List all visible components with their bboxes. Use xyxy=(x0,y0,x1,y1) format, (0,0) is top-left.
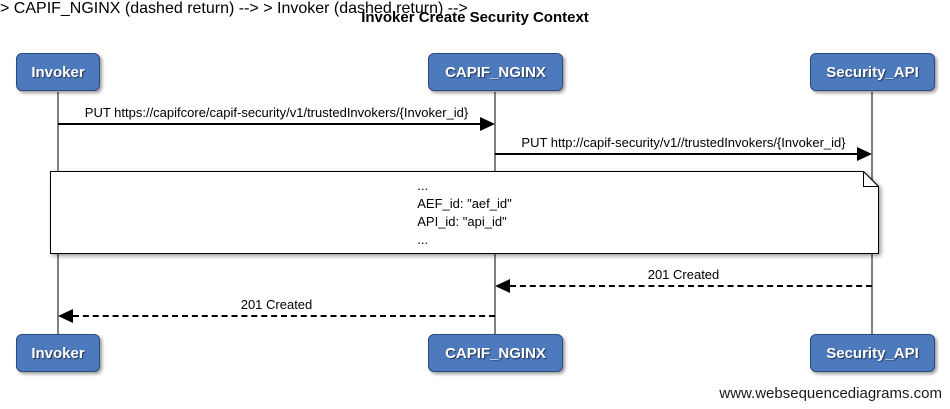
message-1-line xyxy=(58,123,482,125)
actor-label-capif-nginx: CAPIF_NGINX xyxy=(445,344,546,362)
actor-label-capif-nginx: CAPIF_NGINX xyxy=(445,63,546,81)
actor-label-security-api: Security_API xyxy=(826,63,919,81)
actor-box-capif-nginx-top: CAPIF_NGINX xyxy=(428,53,563,91)
note-fold-icon xyxy=(863,171,879,187)
note: ... AEF_id: "aef_id" API_id: "api_id" ..… xyxy=(50,171,879,254)
note-line: ... xyxy=(417,231,429,247)
note-line: API_id: "api_id" xyxy=(417,213,507,229)
arrowhead-left-icon xyxy=(495,279,510,293)
note-shape xyxy=(50,171,879,254)
actor-box-security-api-top: Security_API xyxy=(810,53,935,91)
watermark-url: www.websequencediagrams.com xyxy=(719,385,942,402)
arrowhead-right-icon xyxy=(857,147,872,161)
actor-box-invoker-top: Invoker xyxy=(16,53,100,91)
message-3-label: 201 Created xyxy=(647,267,720,282)
actor-box-security-api-bottom: Security_API xyxy=(810,334,935,372)
message-2-line xyxy=(495,153,858,155)
message-4-line xyxy=(73,315,495,317)
message-4-label: 201 Created xyxy=(240,297,313,312)
actor-label-security-api: Security_API xyxy=(826,344,919,362)
actor-box-invoker-bottom: Invoker xyxy=(16,334,100,372)
message-1-label: PUT https://capifcore/capif-security/v1/… xyxy=(84,105,469,120)
actor-label-invoker: Invoker xyxy=(31,344,85,362)
actor-label-invoker: Invoker xyxy=(31,63,85,81)
note-text: ... AEF_id: "aef_id" API_id: "api_id" ..… xyxy=(50,171,879,254)
arrowhead-left-icon xyxy=(58,309,73,323)
note-line: ... xyxy=(417,177,429,193)
message-3-line xyxy=(510,285,872,287)
diagram-title: Invoker Create Security Context xyxy=(361,9,589,26)
arrowhead-right-icon xyxy=(480,117,495,131)
note-line: AEF_id: "aef_id" xyxy=(417,195,512,211)
message-2-label: PUT http://capif-security/v1//trustedInv… xyxy=(521,135,846,150)
actor-box-capif-nginx-bottom: CAPIF_NGINX xyxy=(428,334,563,372)
